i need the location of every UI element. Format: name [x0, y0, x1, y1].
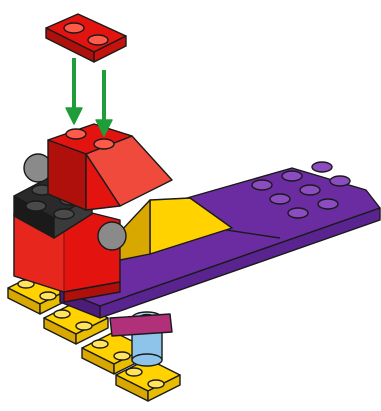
down-arrow-icon: [95, 70, 113, 137]
down-arrow-icon: [65, 58, 83, 125]
red-plate-1x2: [45, 13, 127, 63]
build-arrows: [65, 58, 113, 137]
red-slope-brick: [47, 123, 173, 211]
magenta-connector: [109, 313, 173, 337]
purple-wedge-plate: [59, 161, 381, 319]
